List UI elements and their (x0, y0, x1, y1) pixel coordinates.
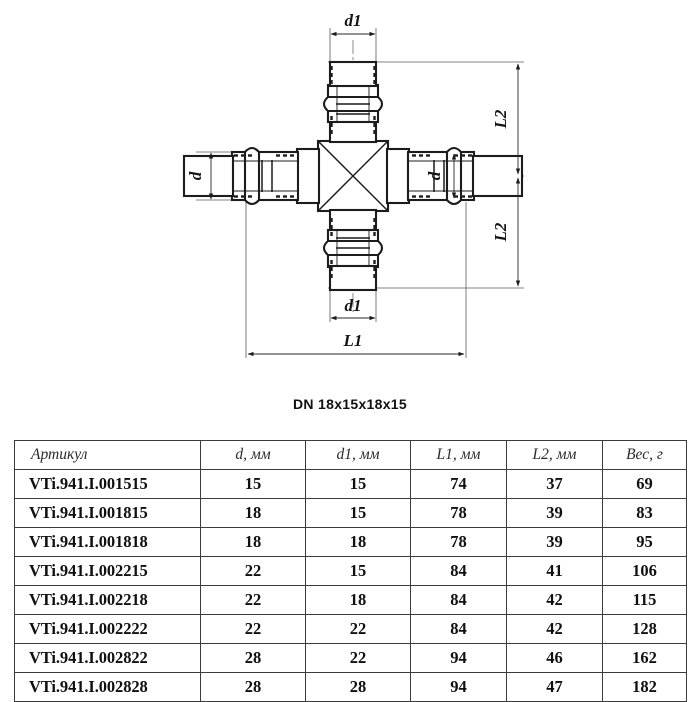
cell-article: VTi.941.I.002218 (14, 585, 201, 615)
dim-label-overall-l1: L1 (343, 331, 363, 350)
cell-article: VTi.941.I.001515 (14, 469, 201, 499)
column-header-d1: d1, мм (305, 440, 411, 470)
cell-article: VTi.941.I.002822 (14, 643, 201, 673)
cell-d1: 18 (305, 527, 411, 557)
technical-drawing: d1 d1 d d L2 L2 L1 (182, 11, 524, 358)
cell-weight: 128 (602, 614, 687, 644)
dim-label-bottom-d1: d1 (345, 296, 362, 315)
drawing-caption: DN 18x15x18x15 (293, 396, 407, 412)
column-header-d: d, мм (200, 440, 306, 470)
cell-weight: 115 (602, 585, 687, 615)
cell-d1: 28 (305, 672, 411, 702)
cell-weight: 182 (602, 672, 687, 702)
cell-weight: 83 (602, 498, 687, 528)
cell-d1: 22 (305, 614, 411, 644)
cell-l2: 39 (506, 527, 603, 557)
column-header-l2: L2, мм (506, 440, 603, 470)
cell-d1: 18 (305, 585, 411, 615)
cell-d: 28 (200, 672, 306, 702)
cell-d: 22 (200, 556, 306, 586)
dimension-top-d1: d1 (330, 11, 376, 37)
cell-d: 18 (200, 527, 306, 557)
fitting-body (182, 60, 524, 292)
cell-l1: 74 (410, 469, 507, 499)
dim-label-top-d1: d1 (345, 11, 362, 30)
cell-l1: 84 (410, 556, 507, 586)
cell-weight: 106 (602, 556, 687, 586)
cell-l1: 78 (410, 498, 507, 528)
cell-l2: 39 (506, 498, 603, 528)
dimension-overall-l1: L1 (247, 331, 465, 357)
cell-l2: 47 (506, 672, 603, 702)
cell-d: 18 (200, 498, 306, 528)
dimension-right-d: d (425, 153, 457, 199)
table-header-row: Артикул d, мм d1, мм L1, мм L2, мм Вес, … (14, 440, 687, 470)
column-header-l1: L1, мм (410, 440, 507, 470)
cell-l1: 84 (410, 614, 507, 644)
cell-article: VTi.941.I.002222 (14, 614, 201, 644)
cell-d: 15 (200, 469, 306, 499)
dimension-lower-l2: L2 (491, 177, 521, 287)
cell-article: VTi.941.I.001815 (14, 498, 201, 528)
cell-d: 22 (200, 614, 306, 644)
dimension-bottom-d1: d1 (330, 296, 376, 321)
dim-label-lower-l2: L2 (491, 222, 510, 242)
cell-l2: 46 (506, 643, 603, 673)
dim-label-left-d: d (186, 171, 205, 180)
specification-table: Артикул d, мм d1, мм L1, мм L2, мм Вес, … (14, 440, 687, 702)
table-header: Артикул d, мм d1, мм L1, мм L2, мм Вес, … (14, 440, 687, 470)
cell-l2: 37 (506, 469, 603, 499)
cell-article: VTi.941.I.001818 (14, 527, 201, 557)
cell-l1: 78 (410, 527, 507, 557)
specification-table-wrapper: Артикул d, мм d1, мм L1, мм L2, мм Вес, … (14, 440, 687, 702)
cell-l2: 41 (506, 556, 603, 586)
cell-article: VTi.941.I.002828 (14, 672, 201, 702)
dimension-left-d: d (186, 152, 214, 200)
cell-weight: 69 (602, 469, 687, 499)
cell-l2: 42 (506, 585, 603, 615)
column-header-article: Артикул (14, 440, 201, 470)
cell-d1: 15 (305, 498, 411, 528)
cell-weight: 162 (602, 643, 687, 673)
cell-l1: 94 (410, 643, 507, 673)
cell-l1: 84 (410, 585, 507, 615)
cell-article: VTi.941.I.002215 (14, 556, 201, 586)
cell-weight: 95 (602, 527, 687, 557)
cell-d: 22 (200, 585, 306, 615)
cell-d1: 22 (305, 643, 411, 673)
dimension-upper-l2: L2 (491, 63, 521, 175)
cell-d1: 15 (305, 469, 411, 499)
cell-l1: 94 (410, 672, 507, 702)
cell-d: 28 (200, 643, 306, 673)
cell-l2: 42 (506, 614, 603, 644)
dim-label-upper-l2: L2 (491, 109, 510, 129)
column-header-weight: Вес, г (602, 440, 687, 470)
dim-label-right-d: d (425, 171, 444, 180)
cell-d1: 15 (305, 556, 411, 586)
cross-fitting-svg: d1 d1 d d L2 L2 L1 (182, 11, 524, 358)
